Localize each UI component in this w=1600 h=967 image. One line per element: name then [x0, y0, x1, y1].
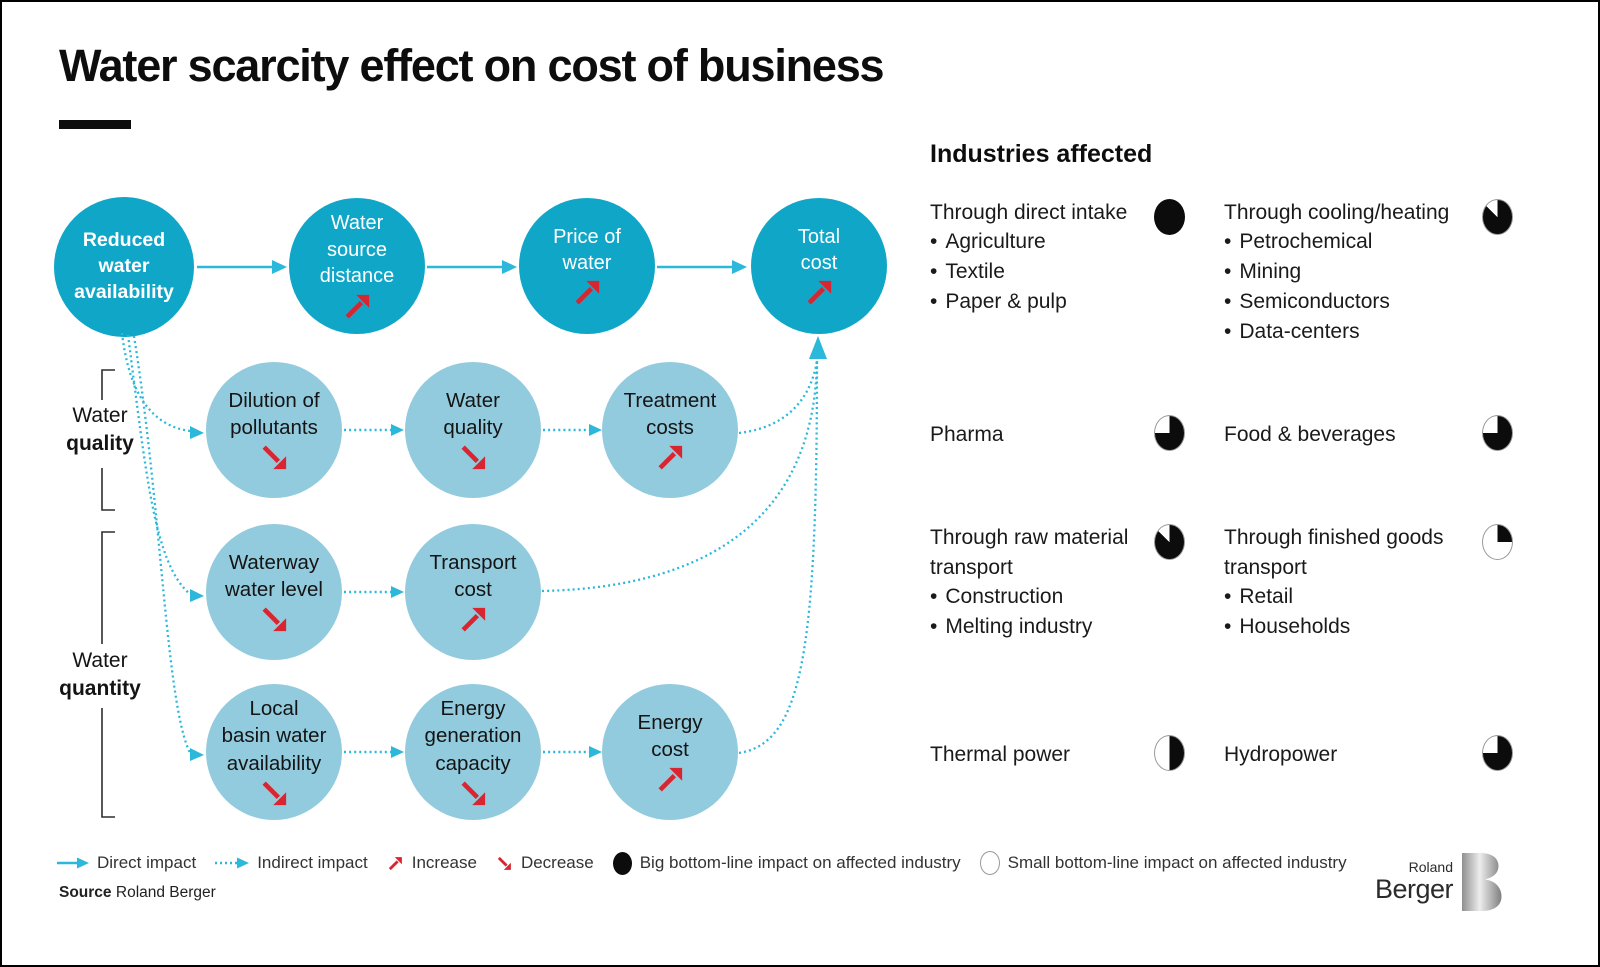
- direct-impact-arrows: [197, 260, 747, 274]
- group-title-hydropower: Hydropower: [1224, 743, 1338, 766]
- node-transport-cost: Transport cost: [405, 524, 541, 660]
- legend-big-impact: Big bottom-line impact on affected indus…: [612, 851, 961, 875]
- list-item: Petrochemical: [1224, 227, 1390, 257]
- legend-decrease: Decrease: [496, 853, 594, 873]
- node-dilution-of-pollutants: Dilution of pollutants: [206, 362, 342, 498]
- water-quantity-group-label: Water quantity: [59, 649, 141, 700]
- legend-increase: Increase: [387, 853, 477, 873]
- big-impact-dot-icon: [612, 851, 632, 875]
- node-water-source-distance: Water source distance: [289, 198, 425, 334]
- increase-arrow-icon: [345, 294, 369, 319]
- group-title-thermal-power: Thermal power: [930, 743, 1071, 766]
- list-item: Data-centers: [1224, 317, 1390, 347]
- group-items-finished-goods: Retail Households: [1224, 582, 1350, 642]
- list-item: Mining: [1224, 257, 1390, 287]
- node-price-of-water: Price of water: [519, 198, 655, 334]
- node-energy-generation-capacity: Energy generation capacity: [405, 684, 541, 820]
- increase-arrow-icon: [461, 607, 485, 632]
- impact-pie-one-half-icon: [1154, 735, 1185, 771]
- roland-berger-b-icon: [1462, 853, 1502, 911]
- node-waterway-water-level: Waterway water level: [206, 524, 342, 660]
- node-energy-cost: Energy cost: [602, 684, 738, 820]
- list-item: Construction: [930, 582, 1092, 612]
- group-title-finished-goods-transport: Through finished goods transport: [1224, 526, 1444, 579]
- impact-pie-seven-eighths-icon: [1482, 199, 1513, 235]
- legend-small-impact: Small bottom-line impact on affected ind…: [979, 851, 1347, 875]
- impact-pie-full-icon: [1154, 199, 1185, 235]
- impact-pie-seven-eighths-icon: [1154, 524, 1185, 560]
- roland-berger-logo: Roland Berger: [1375, 853, 1502, 911]
- water-quality-group-label: Water quality: [66, 404, 134, 455]
- decrease-arrow-icon: [461, 445, 485, 470]
- dotted-arrow-icon: [215, 857, 250, 869]
- increase-arrow-icon: [658, 767, 682, 792]
- list-item: Households: [1224, 612, 1350, 642]
- small-impact-dot-icon: [979, 851, 1000, 875]
- decrease-arrow-icon: [262, 445, 286, 470]
- increase-arrow-icon: [658, 445, 682, 470]
- fanout-arrowheads: [190, 426, 204, 761]
- list-item: Retail: [1224, 582, 1350, 612]
- increase-arrow-icon: [575, 281, 599, 305]
- list-item: Paper & pulp: [930, 287, 1066, 317]
- logo-roland: Roland: [1408, 859, 1453, 875]
- group-title-cooling-heating: Through cooling/heating: [1224, 201, 1450, 224]
- source-line: Source Roland Berger: [59, 884, 216, 901]
- impact-pie-three-quarters-icon: [1154, 415, 1185, 451]
- group-title-food-beverages: Food & beverages: [1224, 423, 1396, 446]
- impact-pie-three-quarters-icon: [1482, 735, 1513, 771]
- decrease-arrow-icon: [262, 781, 286, 805]
- decrease-arrow-icon: [262, 607, 286, 632]
- group-items-cooling-heating: Petrochemical Mining Semiconductors Data…: [1224, 227, 1390, 347]
- legend-indirect-impact: Indirect impact: [215, 853, 368, 873]
- list-item: Textile: [930, 257, 1067, 287]
- industries-affected-header: Industries affected: [930, 140, 1153, 168]
- group-items-raw-material: Construction Melting industry: [930, 582, 1092, 642]
- node-water-quality: Water quality: [405, 362, 541, 498]
- legend: Direct impact Indirect impact Increase D…: [57, 851, 1347, 875]
- impact-pie-three-quarters-icon: [1482, 415, 1513, 451]
- decrease-arrow-icon: [461, 781, 485, 805]
- total-cost-arrowhead: [809, 336, 827, 359]
- title-dash: [59, 120, 131, 129]
- logo-berger: Berger: [1374, 874, 1454, 904]
- page-title: Water scarcity effect on cost of busines…: [59, 40, 885, 91]
- list-item: Agriculture: [930, 227, 1067, 257]
- solid-arrow-icon: [57, 857, 89, 869]
- node-total-cost: Total cost: [751, 198, 887, 334]
- group-title-direct-intake: Through direct intake: [930, 201, 1128, 224]
- group-title-raw-material-transport: Through raw material transport: [930, 526, 1129, 579]
- increase-arrow-icon: [807, 281, 831, 305]
- increase-arrow-icon: [388, 856, 402, 870]
- group-items-direct-intake: Agriculture Textile Paper & pulp: [930, 227, 1067, 317]
- node-treatment-costs: Treatment costs: [602, 362, 738, 498]
- decrease-arrow-icon: [497, 856, 511, 870]
- legend-direct-impact: Direct impact: [57, 853, 196, 873]
- group-title-pharma: Pharma: [930, 423, 1004, 446]
- impact-pie-one-quarter-icon: [1482, 524, 1513, 560]
- node-local-basin-water-availability: Local basin water availability: [206, 684, 342, 820]
- node-reduced-water-availability: Reduced water availability: [54, 197, 194, 337]
- list-item: Semiconductors: [1224, 287, 1390, 317]
- list-item: Melting industry: [930, 612, 1092, 642]
